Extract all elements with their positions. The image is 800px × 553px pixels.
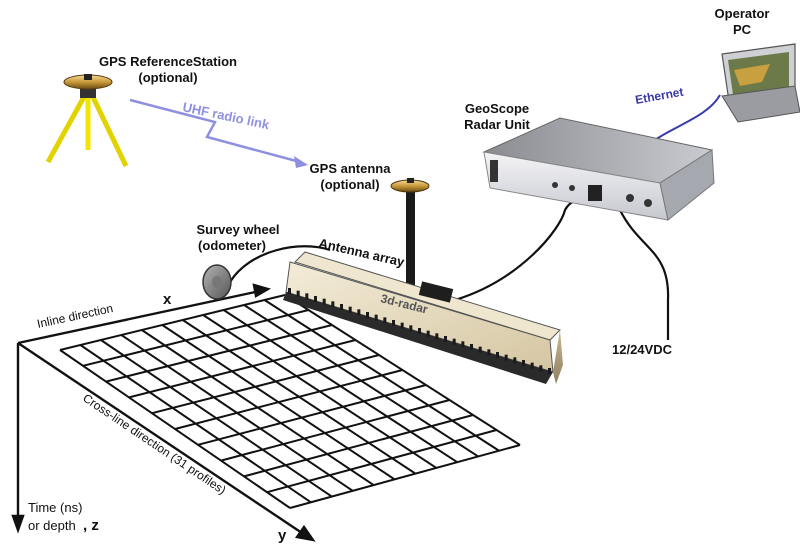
grid-inline-line [128, 339, 356, 399]
antenna-element [348, 306, 352, 313]
axes [11, 283, 316, 542]
antenna-element [392, 320, 395, 326]
grid-crossline-line [284, 294, 521, 446]
tripod-icon [45, 74, 129, 168]
radar-unit-icon [482, 117, 715, 221]
x-axis-line [17, 289, 261, 345]
antenna-element [539, 365, 543, 372]
antenna-element [366, 312, 369, 318]
gps-antenna-label: GPS antenna [310, 161, 392, 176]
x-axis-label: x [163, 291, 172, 308]
power-cable [619, 209, 670, 340]
grid-crossline-line [202, 314, 437, 469]
gps-antenna-optional: (optional) [320, 177, 379, 192]
antenna-element [444, 336, 447, 342]
antenna-element [435, 333, 439, 340]
radar-unit-title: GeoScope [465, 101, 529, 116]
grid-crossline-line [59, 349, 291, 509]
depth-label: or depth [28, 518, 76, 533]
antenna-element [470, 344, 473, 350]
antenna-element [383, 317, 387, 324]
grid-inline-line [59, 294, 286, 351]
gps-reference-optional: (optional) [138, 70, 197, 85]
antenna-element [461, 341, 465, 348]
antenna-element [504, 354, 508, 361]
antenna-element [340, 304, 343, 310]
antenna-array-icon [283, 251, 563, 384]
y-axis-label: y [278, 527, 287, 544]
antenna-element [513, 357, 517, 364]
antenna-element [409, 325, 413, 332]
antenna-element [478, 346, 482, 353]
grid-inline-line [220, 399, 450, 462]
survey-wheel-optional: (odometer) [198, 238, 266, 253]
grid-crossline-line [223, 309, 458, 464]
grid-crossline-line [161, 324, 396, 481]
antenna-element [288, 288, 291, 294]
antenna-element [496, 352, 499, 358]
power-label: 12/24VDC [612, 342, 673, 357]
grid-crossline-line [182, 319, 417, 475]
antenna-element [296, 290, 300, 297]
antenna-element [374, 314, 378, 321]
grid-crossline-line [100, 339, 333, 498]
x-axis-arrow [252, 283, 272, 298]
antenna-element [331, 301, 335, 308]
y-axis-line [17, 342, 303, 534]
antenna-element [400, 322, 404, 329]
grid-crossline-line [243, 304, 479, 458]
survey-wheel-icon [202, 264, 232, 300]
grid-inline-line [289, 444, 521, 509]
z-axis-label: , z [83, 517, 99, 534]
array-cable [454, 193, 601, 302]
grid-inline-line [197, 384, 427, 446]
z-axis-arrow [11, 514, 25, 534]
antenna-element [418, 328, 421, 334]
antenna-element [314, 296, 317, 302]
uhf-link-arrow [294, 156, 308, 168]
grid-crossline-line [120, 334, 354, 492]
grid-inline-line [82, 309, 309, 367]
antenna-element [522, 360, 525, 366]
antenna-element [487, 349, 491, 356]
grid-crossline-line [141, 329, 375, 486]
uhf-link-label: UHF radio link [181, 99, 271, 132]
radar-unit-subtitle: Radar Unit [464, 117, 530, 132]
wheel-cable [229, 245, 331, 283]
time-label: Time (ns) [28, 500, 82, 515]
grid-inline-line [105, 324, 333, 383]
laptop-icon [721, 43, 800, 123]
y-axis-arrow [294, 524, 316, 542]
grid-inline-line [151, 354, 380, 415]
antenna-element [426, 330, 430, 337]
grid-crossline-line [79, 344, 312, 504]
operator-pc-label: PC [733, 22, 752, 37]
uhf-link-line [129, 98, 301, 164]
antenna-element [548, 368, 551, 374]
grid-inline-line [174, 369, 403, 430]
antenna-element [305, 293, 309, 300]
survey-wheel-label: Survey wheel [196, 222, 279, 237]
antenna-element [452, 338, 456, 345]
ethernet-label: Ethernet [634, 85, 684, 107]
antenna-element [322, 298, 326, 305]
grid-inline-line [243, 414, 474, 478]
survey-grid [59, 294, 521, 509]
grid-crossline-line [264, 299, 500, 452]
gps-antenna-icon [390, 178, 430, 288]
grid-inline-line [266, 429, 497, 494]
inline-direction-label: Inline direction [36, 301, 115, 331]
crossline-direction-label: Cross-line direction (31 profiles) [80, 391, 228, 497]
gps-reference-label: GPS ReferenceStation [99, 54, 237, 69]
antenna-element [530, 362, 534, 369]
antenna-element [357, 309, 361, 316]
operator-label: Operator [715, 6, 770, 21]
